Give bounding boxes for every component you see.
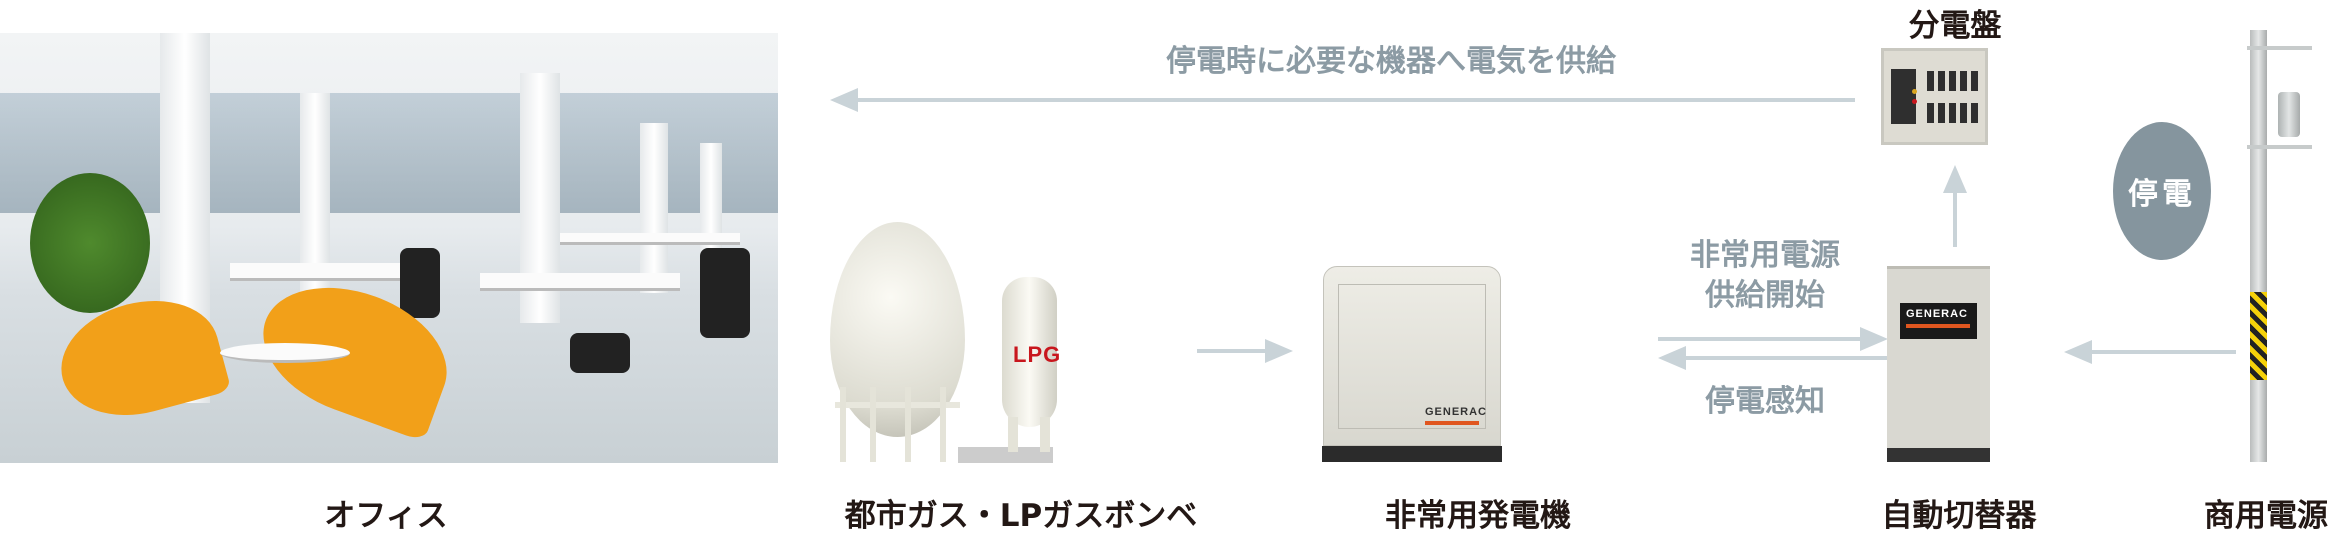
supply-arrow-line <box>855 98 1855 102</box>
supply-start-line <box>1658 337 1863 341</box>
outage-detect-line <box>1684 356 1887 360</box>
emergency-supply-line2: 供給開始 <box>1705 278 1825 313</box>
gas-tank-illustration: LPG <box>830 222 1215 463</box>
arrow-left-icon <box>2064 340 2092 364</box>
ats-label: 自動切替器 <box>1881 498 2037 534</box>
arrow-right-icon <box>1860 327 1888 351</box>
office-photo <box>0 33 778 463</box>
arrow-right-icon <box>1265 339 1293 363</box>
office-label: オフィス <box>324 498 448 534</box>
outage-badge: 停電 <box>2113 122 2211 260</box>
arrow-left-icon <box>1658 346 1686 370</box>
commercial-power-label: 商用電源 <box>2204 498 2328 534</box>
gas-to-generator-line <box>1197 349 1267 353</box>
outage-badge-text: 停電 <box>2128 177 2196 212</box>
ats-illustration: GENERAC <box>1887 266 1990 462</box>
generator-brand-logo: GENERAC <box>1425 406 1488 418</box>
ats-brand-logo: GENERAC <box>1906 308 1969 320</box>
supply-to-equipment-text: 停電時に必要な機器へ電気を供給 <box>1166 44 1616 79</box>
gas-label: 都市ガス・LPガスボンベ <box>844 498 1198 534</box>
distribution-board-label: 分電盤 <box>1908 8 2002 44</box>
generator-illustration: GENERAC <box>1322 266 1503 462</box>
distribution-board-illustration <box>1881 48 1988 145</box>
pole-to-ats-line <box>2090 350 2236 354</box>
emergency-supply-text: 非常用電源 供給開始 <box>1690 236 1840 316</box>
ats-to-board-line <box>1953 190 1957 247</box>
generator-label: 非常用発電機 <box>1385 498 1571 534</box>
lpg-text: LPG <box>1013 342 1062 367</box>
arrow-left-icon <box>830 88 858 112</box>
utility-pole-illustration <box>2247 30 2345 462</box>
arrow-up-icon <box>1943 165 1967 193</box>
outage-detect-text: 停電感知 <box>1705 384 1825 419</box>
emergency-supply-line1: 非常用電源 <box>1690 238 1840 273</box>
